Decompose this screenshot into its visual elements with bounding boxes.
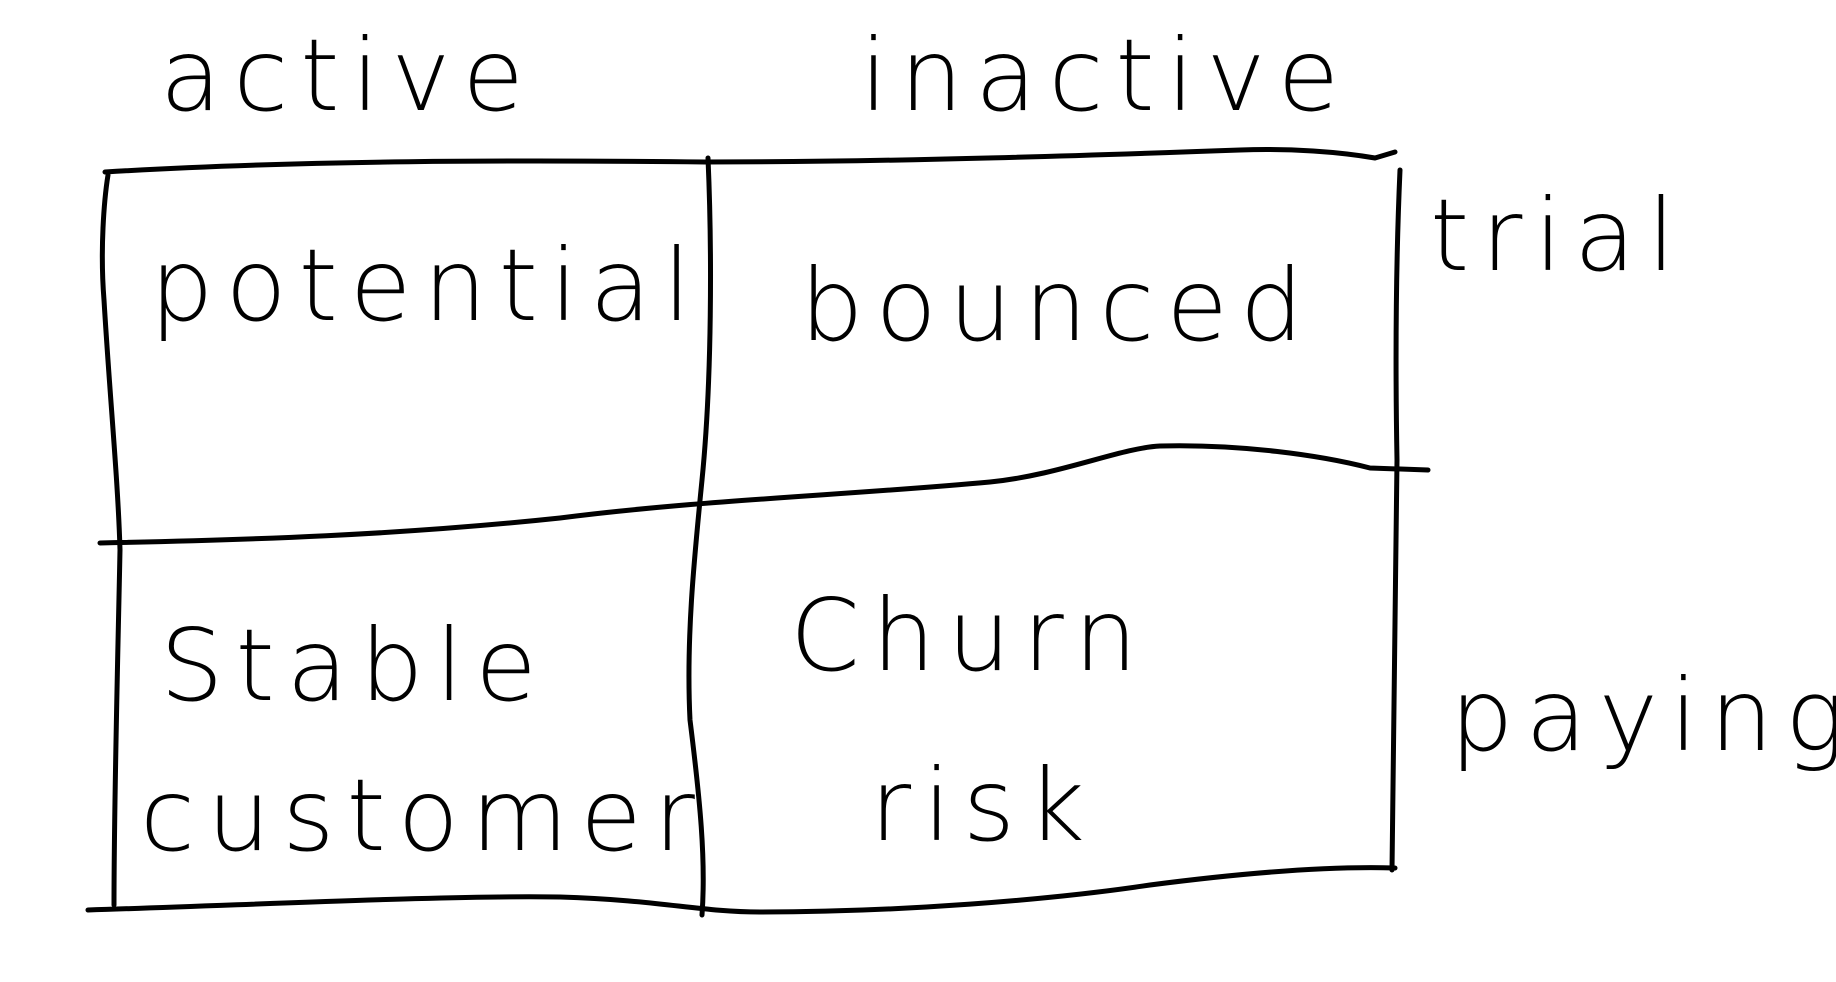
column-label-inactive: inactive (860, 17, 1351, 134)
row-label-trial: trial (1430, 177, 1687, 294)
grid-top-border (102, 146, 1398, 175)
row-label-paying: paying (1450, 657, 1836, 774)
grid-middle-horizontal (97, 443, 1431, 546)
cell-bounced: bounced (800, 247, 1315, 364)
grid-middle-vertical (686, 155, 713, 918)
cell-potential: potential (150, 227, 703, 344)
grid-right-border (1389, 167, 1403, 873)
cell-stable-customer-line1: Stable (160, 607, 549, 724)
grid-left-border (99, 172, 123, 908)
cell-churn-risk-line2: risk (870, 747, 1097, 864)
cell-churn-risk-line1: Churn (790, 577, 1149, 694)
column-label-active: active (160, 17, 536, 134)
grid-bottom-border (85, 865, 1398, 915)
cell-stable-customer-line2: customer (140, 757, 707, 874)
